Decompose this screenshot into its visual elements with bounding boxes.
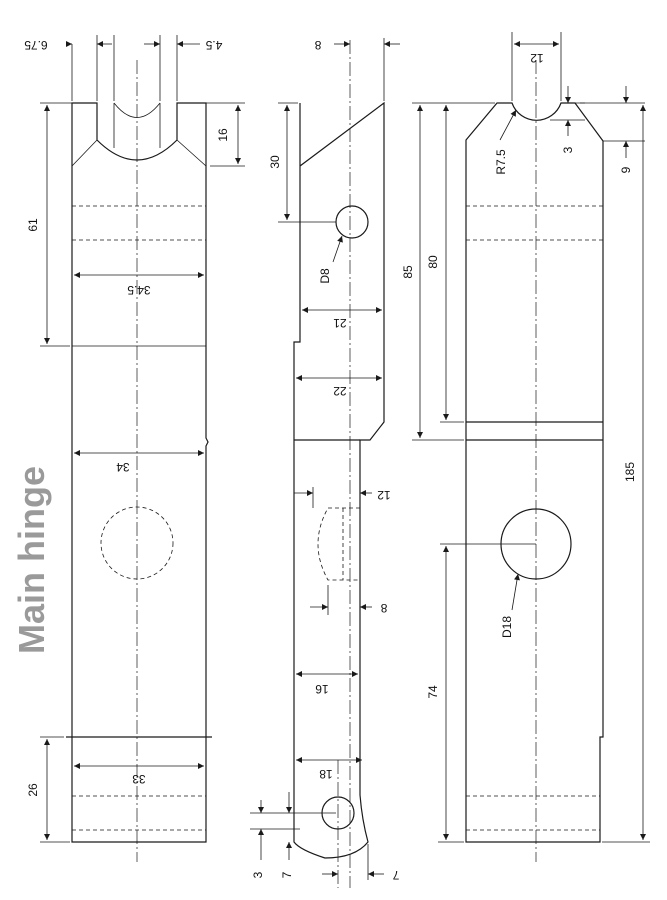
dim-R7-5: R7.5 [494,149,508,175]
side-view: 8 30 D8 21 22 12 8 16 18 3 [250,38,400,888]
dim-8-top: 8 [314,38,321,52]
dim-34-5: 34.5 [127,283,151,297]
drawing-title: Main hinge [11,466,52,654]
dim-80: 80 [426,255,440,269]
right-view: 12 R7.5 3 9 85 80 185 D18 [401,32,650,862]
dim-3-side: 3 [251,871,265,878]
dim-34: 34 [116,460,130,474]
dim-74: 74 [426,685,440,699]
front-view: 6.75 4.5 16 61 34.5 34 33 26 [24,35,245,862]
dim-D8: D8 [318,268,332,284]
side-view-outline [293,101,385,859]
dim-185: 185 [623,462,637,482]
dim-26: 26 [26,783,40,797]
dim-7-left: 7 [280,871,294,878]
dim-6-75: 6.75 [24,38,48,52]
right-view-outline [465,102,604,843]
dim-3-right: 3 [561,146,575,153]
side-small-hole [335,205,369,239]
dim-85: 85 [401,265,415,279]
dim-12-right: 12 [530,51,544,65]
dim-30: 30 [268,155,282,169]
dim-12-side: 12 [377,488,391,502]
right-joint-lines [466,421,603,441]
dim-21: 21 [333,316,347,330]
dim-7-bottom: 7 [392,868,399,882]
dim-4-5: 4.5 [205,38,222,52]
side-hidden-hole-profile [317,507,360,581]
dim-33: 33 [132,772,146,786]
dim-61: 61 [26,218,40,232]
front-view-outline [71,102,209,843]
dim-D18: D18 [500,616,514,638]
dim-16-front: 16 [216,128,230,142]
dim-22: 22 [333,384,347,398]
dim-8-mid: 8 [380,601,387,615]
dim-18: 18 [319,767,333,781]
dim-9: 9 [619,166,633,173]
front-chamfer-lines [71,102,207,167]
dim-16-side: 16 [315,682,329,696]
